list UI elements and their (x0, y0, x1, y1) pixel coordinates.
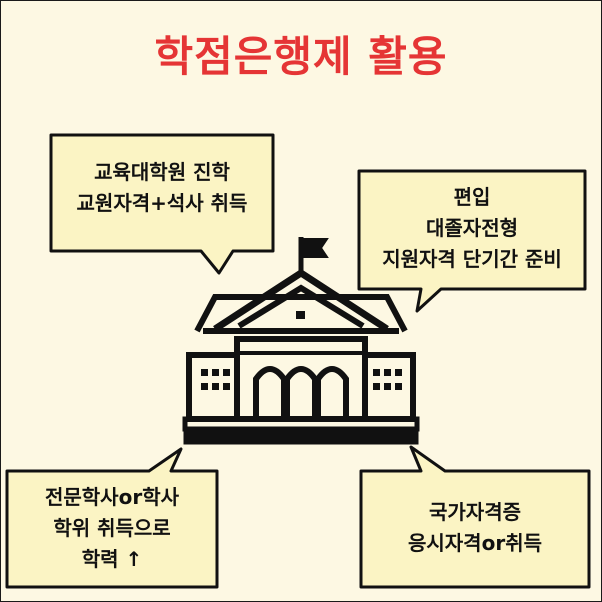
bubble-license-text: 국가자격증 응시자격or취득 (361, 497, 589, 559)
bubble-graduate-text: 교육대학원 진학 교원자격+석사 취득 (51, 157, 273, 219)
bubble-line: 전문학사or학사 (44, 485, 179, 509)
page-title: 학점은행제 활용 (154, 32, 448, 81)
bubble-line: 편입 (453, 185, 491, 209)
bubble-license (359, 445, 591, 589)
bubble-line: 학력 ↑ (81, 547, 143, 571)
bubble-line: 응시자격or취득 (407, 531, 542, 555)
bubble-line: 국가자격증 (429, 500, 521, 524)
bubble-line: 학위 취득으로 (53, 516, 171, 540)
bubble-line: 지원자격 단기간 준비 (382, 247, 562, 271)
bubble-degree (5, 447, 219, 589)
bubble-graduate (49, 133, 275, 275)
bubble-degree-text: 전문학사or학사 학위 취득으로 학력 ↑ (7, 482, 217, 575)
flag-icon (298, 237, 329, 273)
bubble-transfer (357, 169, 587, 313)
bubble-line: 대졸자전형 (426, 216, 518, 240)
bubble-transfer-text: 편입 대졸자전형 지원자격 단기간 준비 (359, 182, 585, 275)
bubble-line: 교육대학원 진학 (94, 160, 230, 184)
bubble-line: 교원자격+석사 취득 (76, 191, 248, 215)
